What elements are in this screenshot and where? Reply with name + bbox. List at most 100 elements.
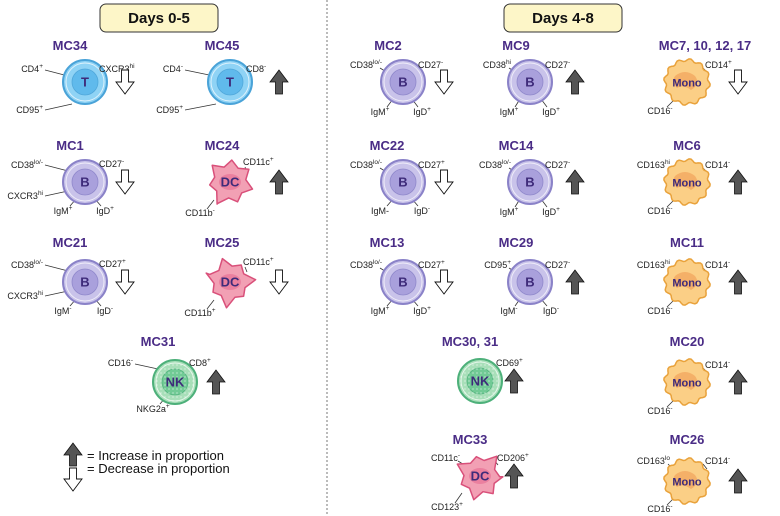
increase-arrow-icon — [565, 269, 585, 295]
marker-name: CD14 — [705, 60, 728, 70]
surface-marker: IgM+ — [371, 106, 390, 117]
marker-connector — [206, 299, 215, 310]
marker-name: IgM — [500, 107, 515, 117]
cluster-name: MC45 — [205, 38, 240, 53]
surface-marker: IgM- — [54, 305, 71, 316]
increase-arrow-icon — [565, 69, 585, 95]
b-cell-icon: B — [507, 159, 553, 205]
marker-name: CD163 — [637, 160, 665, 170]
cell-nucleus — [389, 168, 417, 196]
marker-level: - — [568, 259, 570, 266]
cluster-name: MC14 — [499, 138, 534, 153]
dc-cell-icon: DC — [456, 455, 504, 501]
cluster-name: MC9 — [502, 38, 529, 53]
cell-nucleus — [673, 471, 698, 489]
marker-level: + — [519, 357, 523, 364]
marker-level: + — [122, 258, 126, 265]
cell-type-label: T — [81, 75, 89, 90]
surface-marker: CD95+ — [156, 104, 183, 115]
decrease-arrow-icon — [115, 169, 135, 195]
cell-type-label: B — [525, 275, 534, 290]
marker-name: CD14 — [705, 360, 728, 370]
surface-marker: CD27+ — [99, 258, 126, 269]
marker-level: - — [568, 59, 570, 66]
surface-marker: CXCR3hi — [7, 290, 43, 301]
marker-name: CD11c — [243, 157, 270, 167]
cluster-name: MC13 — [370, 235, 405, 250]
marker-level: + — [39, 63, 43, 70]
marker-connector — [244, 266, 248, 273]
surface-marker: CD38lo/- — [11, 259, 43, 270]
dc-cell-icon: DC — [208, 159, 254, 205]
surface-marker: CD8- — [246, 63, 266, 74]
header-left-box — [99, 3, 219, 33]
marker-name: IgD — [414, 206, 429, 216]
marker-level: + — [427, 305, 431, 312]
marker-name: IgD — [413, 306, 428, 316]
surface-marker: CD11b- — [185, 207, 215, 218]
b-cell-icon: B — [507, 259, 553, 305]
marker-level: + — [728, 59, 732, 66]
surface-marker: CD163lo — [637, 455, 670, 466]
marker-level: - — [515, 305, 517, 312]
surface-marker: CD4- — [163, 63, 183, 74]
cell-inner-ring — [210, 62, 250, 102]
surface-marker: CD69+ — [496, 357, 523, 368]
cluster-name: MC11 — [670, 235, 704, 250]
marker-name: CD14 — [705, 456, 728, 466]
surface-marker: CD95+ — [484, 259, 511, 270]
legend-decrease: = Decrease in proportion — [63, 461, 230, 492]
dc-cell-icon: DC — [205, 257, 257, 309]
marker-name: IgM — [371, 107, 386, 117]
cell-type-label: B — [398, 175, 407, 190]
marker-name: IgD — [413, 107, 428, 117]
cell-nucleus — [516, 68, 544, 96]
surface-marker: IgM+ — [371, 305, 390, 316]
surface-marker: IgD+ — [413, 305, 431, 316]
marker-level: - — [728, 359, 730, 366]
marker-connector — [206, 199, 215, 210]
surface-marker: CD16- — [647, 305, 672, 316]
marker-name: IgM- — [371, 206, 389, 216]
marker-name: CD27 — [99, 159, 122, 169]
surface-marker: NKG2a+ — [136, 403, 170, 414]
cluster-name: MC6 — [673, 138, 700, 153]
marker-name: IgM — [54, 206, 69, 216]
increase-arrow-icon — [728, 369, 748, 395]
marker-level: + — [556, 106, 560, 113]
surface-marker: CD27- — [99, 158, 124, 169]
marker-level: lo/- — [34, 259, 43, 266]
decrease-arrow-icon — [63, 467, 83, 492]
surface-marker: CD14- — [705, 159, 730, 170]
cluster-name: MC33 — [453, 432, 488, 447]
header-left: Days 0-5 — [99, 3, 219, 33]
decrease-arrow-icon — [115, 269, 135, 295]
marker-name: CD11b — [185, 208, 212, 218]
marker-name: CD16 — [647, 406, 670, 416]
increase-arrow-icon — [269, 169, 289, 195]
cell-inner-ring — [510, 62, 550, 102]
marker-level: + — [427, 106, 431, 113]
marker-name: CD69 — [496, 358, 519, 368]
surface-marker: CD16- — [647, 405, 672, 416]
marker-level: - — [122, 158, 124, 165]
increase-arrow-icon — [63, 442, 83, 467]
header-right: Days 4-8 — [503, 3, 623, 33]
cluster-name: MC1 — [56, 138, 83, 153]
surface-marker: CD14+ — [705, 59, 732, 70]
marker-level: + — [507, 259, 511, 266]
marker-level: + — [525, 452, 529, 459]
nk-cell-icon: NK — [152, 359, 198, 405]
header-left-label: Days 0-5 — [128, 10, 190, 27]
surface-marker: IgD- — [414, 205, 430, 216]
b-cell-icon: B — [380, 159, 426, 205]
surface-marker: IgD+ — [542, 106, 560, 117]
